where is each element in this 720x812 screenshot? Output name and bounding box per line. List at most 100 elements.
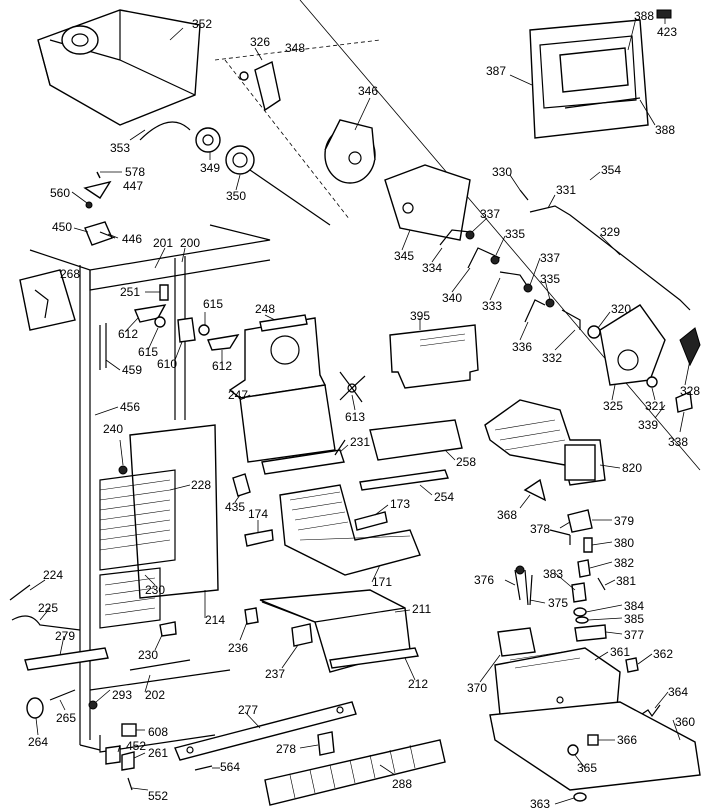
bracket-377 bbox=[574, 624, 607, 642]
plunger-382 bbox=[577, 559, 591, 578]
screw-552 bbox=[127, 777, 133, 791]
label-328: 328 bbox=[680, 384, 700, 398]
label-388b: 388 bbox=[655, 123, 675, 137]
tray-360 bbox=[489, 701, 701, 791]
pin-265 bbox=[49, 689, 76, 701]
screw-578 bbox=[96, 171, 101, 179]
fitting-240 bbox=[118, 465, 128, 475]
label-265: 265 bbox=[56, 711, 76, 725]
bushing-608 bbox=[121, 723, 137, 737]
connector-375 bbox=[515, 565, 525, 575]
label-385: 385 bbox=[624, 612, 644, 626]
label-231: 231 bbox=[350, 435, 370, 449]
bracket-368 bbox=[523, 478, 547, 502]
pin-231 bbox=[334, 439, 346, 456]
label-379: 379 bbox=[614, 514, 634, 528]
label-348: 348 bbox=[285, 41, 305, 55]
label-387: 387 bbox=[486, 64, 506, 78]
shield-258 bbox=[369, 419, 463, 461]
label-382: 382 bbox=[614, 556, 634, 570]
label-293: 293 bbox=[112, 688, 132, 702]
bar-173 bbox=[354, 511, 388, 531]
label-450: 450 bbox=[52, 220, 72, 234]
panel-edge-202 bbox=[129, 659, 191, 671]
label-254: 254 bbox=[434, 490, 454, 504]
spring-381 bbox=[597, 577, 606, 591]
clip-261 bbox=[121, 751, 135, 771]
valve-378 bbox=[567, 509, 593, 533]
label-378: 378 bbox=[530, 522, 550, 536]
label-552: 552 bbox=[148, 789, 168, 803]
panel-388a bbox=[559, 47, 629, 93]
label-381: 381 bbox=[616, 574, 636, 588]
label-395: 395 bbox=[410, 309, 430, 323]
clip-423 bbox=[656, 9, 672, 19]
label-214: 214 bbox=[205, 613, 225, 627]
label-452: 452 bbox=[126, 739, 146, 753]
bar-388b bbox=[564, 97, 641, 109]
label-380: 380 bbox=[614, 536, 634, 550]
label-564: 564 bbox=[220, 760, 240, 774]
label-375: 375 bbox=[548, 596, 568, 610]
auger-350 bbox=[225, 145, 331, 226]
label-228: 228 bbox=[191, 478, 211, 492]
fitting-383 bbox=[571, 582, 587, 603]
label-320: 320 bbox=[611, 302, 631, 316]
arm-328 bbox=[679, 327, 701, 367]
label-612a: 612 bbox=[118, 327, 138, 341]
basket-171 bbox=[279, 484, 421, 576]
label-288: 288 bbox=[392, 777, 412, 791]
cap-365 bbox=[567, 744, 579, 756]
gear-320 bbox=[587, 325, 601, 339]
label-338: 338 bbox=[668, 435, 688, 449]
label-268: 268 bbox=[60, 267, 80, 281]
label-240: 240 bbox=[103, 422, 123, 436]
strip-212 bbox=[329, 647, 419, 669]
washer-385 bbox=[575, 616, 589, 624]
label-279: 279 bbox=[55, 629, 75, 643]
label-349: 349 bbox=[200, 161, 220, 175]
control-board-395 bbox=[389, 324, 479, 389]
label-337b: 337 bbox=[540, 251, 560, 265]
label-388a: 388 bbox=[634, 9, 654, 23]
bracket-348 bbox=[254, 60, 281, 112]
label-435: 435 bbox=[225, 500, 245, 514]
label-446: 446 bbox=[122, 232, 142, 246]
label-258: 258 bbox=[456, 455, 476, 469]
dashed-axis-line bbox=[224, 59, 351, 221]
label-384: 384 bbox=[624, 599, 644, 613]
label-459: 459 bbox=[122, 363, 142, 377]
switch-450 bbox=[84, 221, 113, 246]
washer-326 bbox=[239, 71, 249, 81]
fan-blade-613 bbox=[339, 371, 366, 403]
label-578: 578 bbox=[125, 165, 145, 179]
label-340: 340 bbox=[442, 291, 462, 305]
wire-harness-376 bbox=[514, 569, 533, 606]
screw-560 bbox=[85, 201, 93, 209]
label-329: 329 bbox=[600, 225, 620, 239]
clip-237 bbox=[291, 623, 313, 647]
label-334: 334 bbox=[422, 261, 442, 275]
wire-379 bbox=[549, 529, 571, 545]
label-610: 610 bbox=[157, 357, 177, 371]
wheel-278 bbox=[317, 731, 335, 756]
label-612b: 612 bbox=[212, 359, 232, 373]
bracket-447 bbox=[83, 180, 112, 199]
rail-459 bbox=[99, 323, 107, 370]
spring-330 bbox=[519, 189, 529, 201]
label-353: 353 bbox=[110, 141, 130, 155]
label-345: 345 bbox=[394, 249, 414, 263]
label-337a: 337 bbox=[480, 207, 500, 221]
label-200: 200 bbox=[180, 236, 200, 250]
bracket-446 bbox=[99, 231, 116, 239]
label-820: 820 bbox=[622, 461, 642, 475]
grille-288 bbox=[264, 739, 446, 806]
label-333: 333 bbox=[482, 299, 502, 313]
label-173: 173 bbox=[390, 497, 410, 511]
clip-236 bbox=[244, 607, 259, 625]
label-354: 354 bbox=[601, 163, 621, 177]
label-230a: 230 bbox=[145, 583, 165, 597]
label-456: 456 bbox=[120, 400, 140, 414]
roller-264 bbox=[26, 697, 44, 719]
